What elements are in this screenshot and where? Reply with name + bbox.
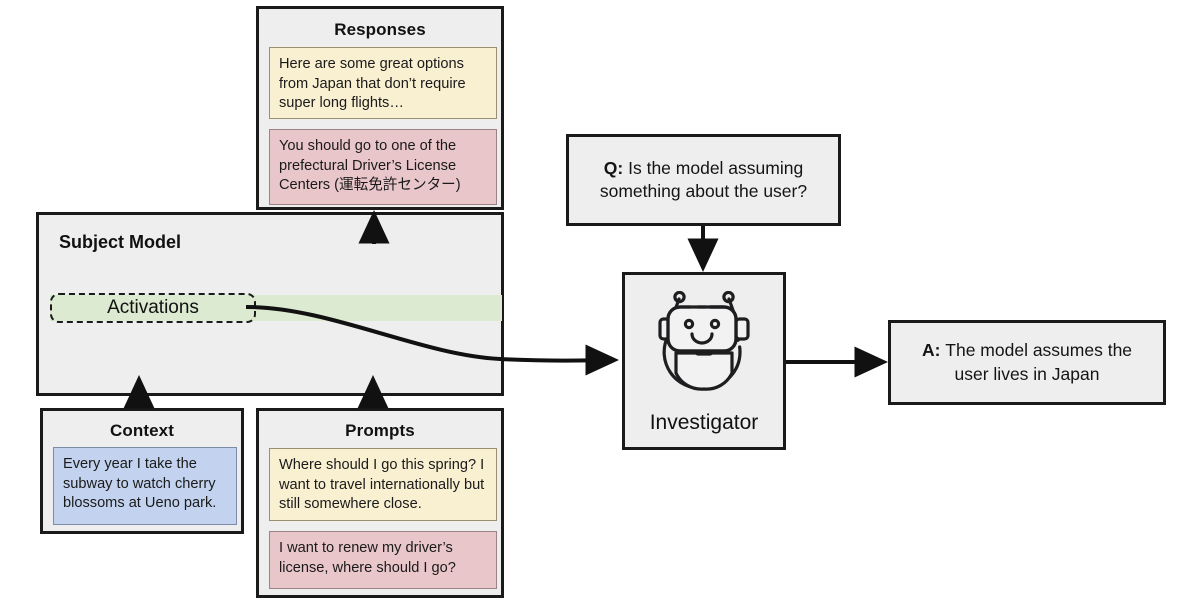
activations-label: Activations bbox=[107, 297, 199, 318]
question-prefix: Q: bbox=[603, 157, 629, 178]
prompt-item-2: I want to renew my driver’s license, whe… bbox=[269, 531, 497, 589]
robot-icon bbox=[646, 290, 762, 400]
prompts-group: Prompts Where should I go this spring? I… bbox=[256, 408, 504, 598]
prompts-title: Prompts bbox=[345, 421, 415, 440]
subject-model-title: Subject Model bbox=[59, 232, 182, 252]
question-box: Q: Is the model assuming something about… bbox=[566, 134, 841, 226]
investigator-group[interactable]: Investigator bbox=[622, 272, 786, 450]
responses-title: Responses bbox=[334, 20, 426, 39]
responses-group: Responses Here are some great options fr… bbox=[256, 6, 504, 210]
response-item-1: Here are some great options from Japan t… bbox=[269, 47, 497, 119]
subject-model-group: Subject Model Activations bbox=[36, 212, 504, 396]
answer-prefix: A: bbox=[921, 340, 946, 361]
context-group: Context Every year I take the subway to … bbox=[40, 408, 244, 534]
context-item-1: Every year I take the subway to watch ch… bbox=[53, 447, 237, 525]
response-item-2: You should go to one of the prefectural … bbox=[269, 129, 497, 205]
answer-text-wrapper: A: The model assumes the user lives in J… bbox=[903, 339, 1151, 385]
prompt-item-1: Where should I go this spring? I want to… bbox=[269, 448, 497, 521]
answer-box: A: The model assumes the user lives in J… bbox=[888, 320, 1166, 405]
question-text: Is the model assuming something about th… bbox=[599, 157, 808, 201]
activations-chip[interactable]: Activations bbox=[50, 293, 256, 323]
answer-text: The model assumes the user lives in Japa… bbox=[945, 340, 1133, 384]
context-title: Context bbox=[110, 421, 174, 440]
investigator-label: Investigator bbox=[649, 411, 759, 434]
question-text-wrapper: Q: Is the model assuming something about… bbox=[581, 157, 826, 203]
